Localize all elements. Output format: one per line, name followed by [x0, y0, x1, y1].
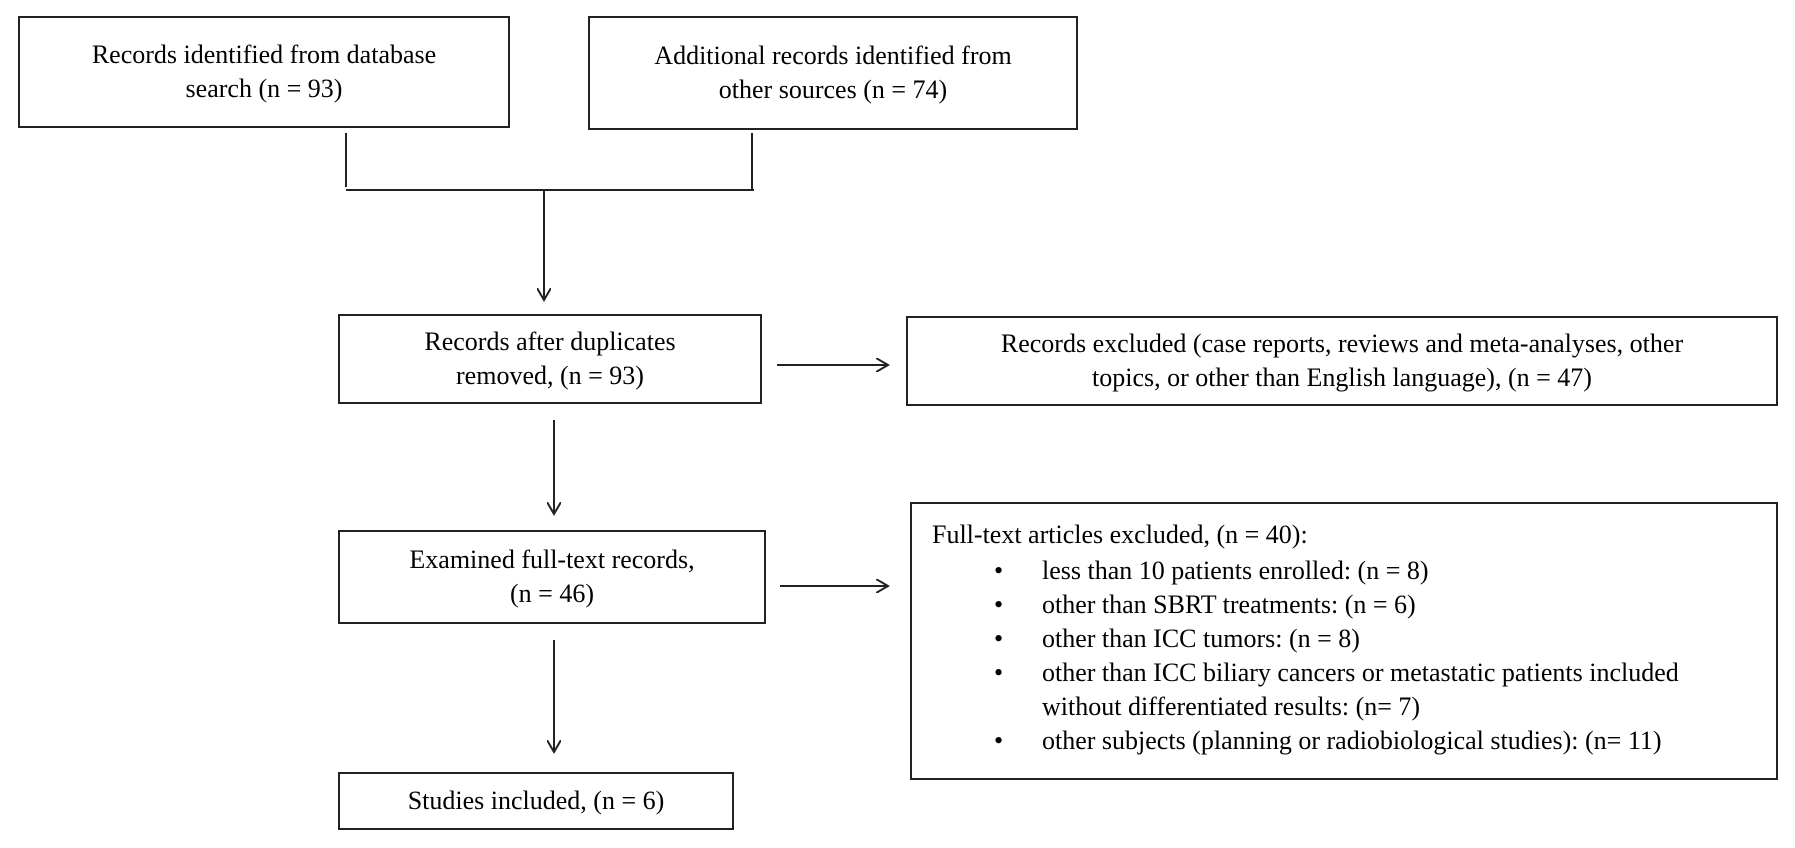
box-after-duplicates-line2: removed, (n = 93) [456, 361, 644, 390]
bullet-icon: • [994, 624, 1004, 653]
box-studies-included: Studies included, (n = 6) [338, 772, 734, 830]
box-after-duplicates: Records after duplicates removed, (n = 9… [338, 314, 762, 404]
box-other-sources: Additional records identified from other… [588, 16, 1078, 130]
bullet-icon: • [994, 658, 1004, 687]
exclusion-reason-item: • other than ICC tumors: (n = 8) [932, 622, 1679, 656]
box-other-sources-line2: other sources (n = 74) [718, 75, 948, 104]
box-records-excluded-line2: topics, or other than English language),… [1092, 363, 1592, 392]
bullet-icon: • [994, 726, 1004, 755]
box-database-records: Records identified from database search … [18, 16, 510, 128]
exclusion-reason-item: • other than ICC biliary cancers or meta… [932, 656, 1679, 724]
exclusion-reason-item: • less than 10 patients enrolled: (n = 8… [932, 554, 1679, 588]
exclusion-reason-text: less than 10 patients enrolled: (n = 8) [1042, 556, 1429, 585]
box-other-sources-line1: Additional records identified from [654, 41, 1012, 70]
box-full-text-examined-line2: (n = 46) [510, 579, 594, 608]
bullet-icon: • [994, 556, 1004, 585]
exclusion-reason-item: • other than SBRT treatments: (n = 6) [932, 588, 1679, 622]
box-database-records-line2: search (n = 93) [185, 74, 343, 103]
exclusion-reason-item: • other subjects (planning or radiobiolo… [932, 724, 1679, 758]
box-records-excluded-line1: Records excluded (case reports, reviews … [1000, 329, 1684, 358]
exclusion-reason-text: other than SBRT treatments: (n = 6) [1042, 590, 1416, 619]
box-after-duplicates-line1: Records after duplicates [424, 327, 676, 356]
exclusion-reason-text: other than ICC tumors: (n = 8) [1042, 624, 1360, 653]
box-records-excluded: Records excluded (case reports, reviews … [906, 316, 1778, 406]
exclusion-reason-text-line1: other than ICC biliary cancers or metast… [1042, 658, 1679, 687]
box-full-text-examined: Examined full-text records, (n = 46) [338, 530, 766, 624]
exclusion-reason-text-line2: without differentiated results: (n= 7) [1042, 692, 1421, 721]
box-full-text-excluded-title: Full-text articles excluded, (n = 40): [932, 520, 1308, 549]
box-database-records-line1: Records identified from database [91, 40, 437, 69]
box-studies-included-line1: Studies included, (n = 6) [407, 786, 665, 815]
box-full-text-excluded: Full-text articles excluded, (n = 40): •… [910, 502, 1778, 780]
exclusion-reasons-list: • less than 10 patients enrolled: (n = 8… [932, 554, 1679, 758]
bullet-icon: • [994, 590, 1004, 619]
box-full-text-examined-line1: Examined full-text records, [409, 545, 695, 574]
exclusion-reason-text: other subjects (planning or radiobiologi… [1042, 726, 1662, 755]
